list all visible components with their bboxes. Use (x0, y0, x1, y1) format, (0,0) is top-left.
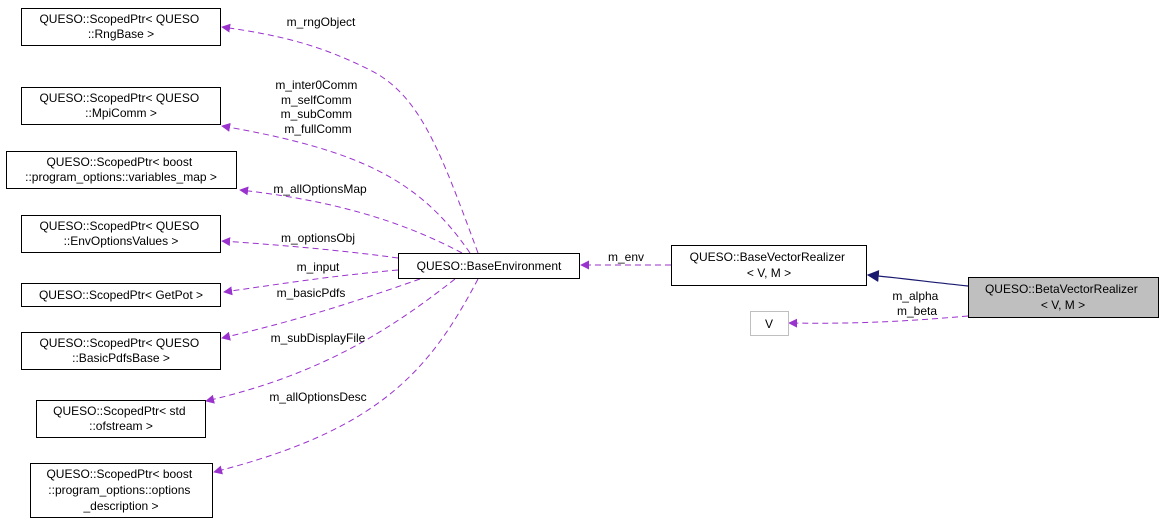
node-scoped-ptr-basic-pdfs-base[interactable]: QUESO::ScopedPtr< QUESO ::BasicPdfsBase … (21, 332, 221, 370)
edge-options-obj (221, 237, 399, 259)
node-scoped-ptr-env-options-values[interactable]: QUESO::ScopedPtr< QUESO ::EnvOptionsValu… (21, 215, 221, 253)
node-scoped-ptr-options-description[interactable]: QUESO::ScopedPtr< boost ::program_option… (30, 463, 213, 518)
edge-inheritance (866, 270, 969, 287)
svg-text:QUESO::BaseEnvironment: QUESO::BaseEnvironment (417, 259, 562, 273)
node-scoped-ptr-mpi-comm[interactable]: QUESO::ScopedPtr< QUESO ::MpiComm > (21, 87, 221, 125)
edge-sub-display-file (205, 278, 456, 404)
node-template-v[interactable]: V (750, 311, 789, 336)
edge-label-env: m_env (608, 250, 644, 264)
edge-label-all-options-map: m_allOptionsMap (273, 182, 367, 196)
edge-comms (221, 122, 471, 254)
edge-label-basic-pdfs: m_basicPdfs (277, 286, 346, 300)
svg-text:QUESO::BaseVectorRealizer: QUESO::BaseVectorRealizer < V, M > (690, 250, 849, 280)
svg-text:QUESO::ScopedPtr< QUESO: QUESO::ScopedPtr< QUESO ::EnvOptionsValu… (39, 219, 202, 248)
edge-label-comms: m_inter0Comm m_selfComm m_subComm m_full… (275, 78, 360, 136)
edge-alpha-beta (788, 315, 969, 328)
edge-rng-object (221, 23, 479, 254)
node-scoped-ptr-ofstream[interactable]: QUESO::ScopedPtr< std ::ofstream > (36, 400, 206, 438)
svg-text:QUESO::BetaVectorRealizer: QUESO::BetaVectorRealizer < V, M > (985, 282, 1141, 312)
edge-all-options-desc (213, 278, 479, 475)
svg-text:V: V (765, 317, 773, 331)
edge-basic-pdfs (221, 278, 421, 341)
svg-text:QUESO::ScopedPtr< boost: QUESO::ScopedPtr< boost ::program_option… (25, 155, 217, 184)
edge-label-options-obj: m_optionsObj (281, 231, 355, 245)
edge-label-alpha-beta: m_alpha m_beta (892, 289, 941, 318)
svg-text:QUESO::ScopedPtr< QUESO: QUESO::ScopedPtr< QUESO ::RngBase > (39, 12, 202, 41)
node-scoped-ptr-variables-map[interactable]: QUESO::ScopedPtr< boost ::program_option… (6, 151, 237, 189)
edge-input (223, 269, 399, 296)
node-base-vector-realizer[interactable]: QUESO::BaseVectorRealizer < V, M > (671, 245, 867, 286)
node-scoped-ptr-rng-base[interactable]: QUESO::ScopedPtr< QUESO ::RngBase > (21, 8, 221, 46)
edge-label-all-options-desc: m_allOptionsDesc (269, 390, 366, 404)
svg-text:QUESO::ScopedPtr< QUESO: QUESO::ScopedPtr< QUESO ::BasicPdfsBase … (39, 336, 202, 365)
node-scoped-ptr-getpot[interactable]: QUESO::ScopedPtr< GetPot > (21, 283, 221, 307)
svg-text:QUESO::ScopedPtr< QUESO: QUESO::ScopedPtr< QUESO ::MpiComm > (39, 91, 202, 120)
svg-text:QUESO::ScopedPtr< std ::: QUESO::ScopedPtr< std ::ofstream > (53, 404, 189, 433)
svg-text:QUESO::ScopedPtr< GetPot >: QUESO::ScopedPtr< GetPot > (39, 288, 203, 302)
node-beta-vector-realizer[interactable]: QUESO::BetaVectorRealizer < V, M > (968, 277, 1159, 318)
svg-text:QUESO::ScopedPtr< boost: QUESO::ScopedPtr< boost ::program_option… (46, 467, 195, 513)
edge-label-sub-display-file: m_subDisplayFile (271, 331, 366, 345)
edge-label-input: m_input (297, 260, 340, 274)
edge-label-rng-object: m_rngObject (287, 15, 356, 29)
node-base-environment[interactable]: QUESO::BaseEnvironment (398, 253, 580, 279)
